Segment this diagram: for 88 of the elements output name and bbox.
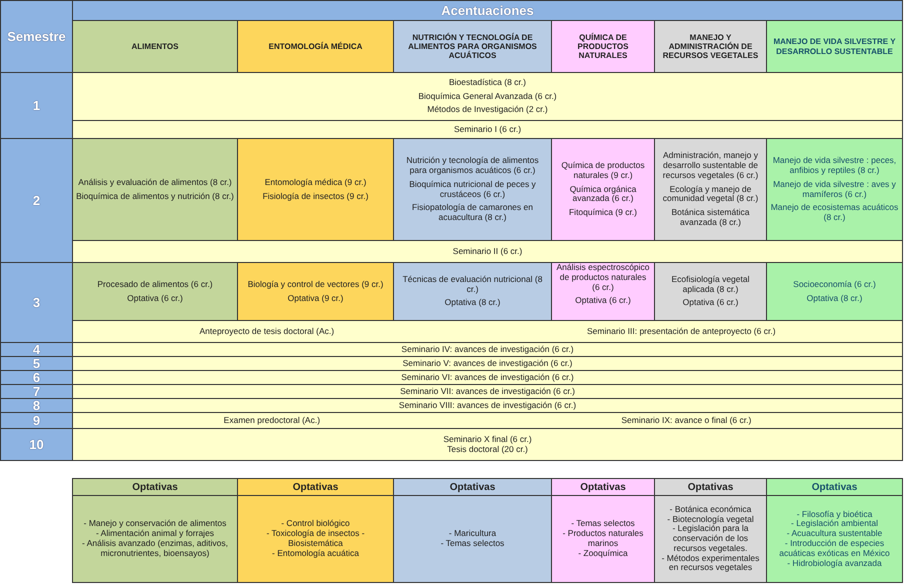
semester-number: 4 (32, 343, 40, 356)
column-header: QUÍMICA DE PRODUCTOS NATURALES (576, 32, 630, 60)
elective-header: Optativas (812, 482, 858, 492)
course-name: Tesis doctoral (20 cr.) (446, 444, 528, 454)
semester-number: 3 (32, 295, 40, 310)
elective-item: - Zooquímica (577, 548, 629, 559)
course-name: Seminario II (6 cr.) (452, 246, 524, 256)
semester-number: 2 (32, 193, 40, 208)
course-name: Bioestadística (8 cr.) (448, 78, 527, 88)
course-name: Fisiopatología de camarones en acuacultura (8 cr.) (411, 203, 534, 223)
elective-item: - Filosofía y bioética (796, 510, 874, 520)
elective-item: - Métodos experimentales en recursos vegetales (660, 554, 760, 574)
elective-item: - Legislación para la conservación de los recursos vegetales. (671, 524, 749, 554)
semester-number: 9 (32, 413, 40, 428)
elective-item: - Temas selectos (440, 539, 506, 549)
column-header: NUTRICIÓN Y TECNOLOGÍA DE ALIMENTOS PARA ORGANISMOS ACUÁTICOS (407, 32, 538, 60)
semester-number: 1 (32, 98, 40, 113)
elective-header: Optativas (580, 482, 626, 492)
course-name: Seminario IV: avances de investigación (6 cr.) (400, 344, 575, 354)
elective-item: - Hidrobiología avanzada (786, 558, 883, 568)
column-header: MANEJO DE VIDA SILVESTRE Y DESARROLLO SUSTENTABLE (772, 37, 897, 56)
elective-item: - Toxicología de insectos - Biosistemática (265, 529, 366, 549)
semester-number: 5 (32, 357, 40, 370)
course-name: Seminario III: presentación de anteproyecto (6 cr.) (586, 326, 777, 336)
table-title: Acentuaciones (441, 3, 534, 18)
course-name: Biología y control de vectores (9 cr.) (246, 280, 384, 290)
semester-number: 7 (32, 385, 40, 398)
course-name: Seminario I (6 cr.) (452, 124, 522, 134)
course-name: Bioquímica General Avanzada (6 cr.) (417, 92, 558, 102)
course-name: Optativa (8 cr.) (444, 298, 502, 308)
column-header: ENTOMOLOGÍA MÉDICA (268, 42, 364, 52)
course-name: Optativa (6 cr.) (682, 298, 740, 308)
elective-header: Optativas (132, 482, 178, 492)
column-header: ALIMENTOS (130, 42, 180, 52)
course-name: Optativa (8 cr.) (806, 294, 864, 304)
course-name: Fitoquímica (9 cr.) (568, 208, 638, 218)
course-name: Química de productos naturales (9 cr.) (560, 161, 646, 181)
elective-item: - Maricultura (448, 529, 498, 539)
course-name: Procesado de alimentos (6 cr.) (96, 280, 214, 290)
elective-header: Optativas (688, 482, 734, 492)
course-name: Bioquímica de alimentos y nutrición (8 cr.) (75, 192, 235, 202)
elective-item: - Control biológico (280, 519, 351, 530)
semester-number: 8 (32, 399, 40, 412)
elective-item: - Introducción de especies acuáticas exóticas en México (778, 539, 891, 559)
course-name: Seminario VII: avances de investigación (6 cr.) (399, 386, 576, 396)
elective-item: - Temas selectos (570, 519, 636, 530)
course-name: Administración, manejo y desarrollo sustentable de recursos vegetales (6 cr.) (662, 151, 760, 181)
course-name: Ecofisiología vegetal aplicada (8 cr.) (670, 274, 750, 294)
course-name: Bioquímica nutricional de peces y crustáceos (6 cr.) (408, 180, 537, 200)
elective-item: - Manejo y conservación de alimentos (82, 519, 228, 530)
course-name: Manejo de vida silvestre : aves y mamíferos (6 cr.) (772, 180, 897, 200)
course-name: Seminario VI: avances de investigación (6 cr.) (400, 372, 575, 382)
course-name: Socioeconomía (6 cr.) (792, 280, 877, 290)
elective-header: Optativas (292, 482, 338, 492)
course-name: Optativa (6 cr.) (574, 296, 632, 306)
column-header: MANEJO Y ADMINISTRACIÓN DE RECURSOS VEGETALES (662, 32, 760, 60)
course-name: Seminario IX: avance o final (6 cr.) (620, 416, 752, 426)
semester-number: 6 (32, 371, 40, 384)
course-name: Optativa (6 cr.) (126, 294, 184, 304)
course-name: Botánica sistemática avanzada (8 cr.) (670, 208, 750, 228)
course-name: Ecología y manejo de comunidad vegetal (8 cr.) (662, 184, 760, 204)
course-name: Manejo de vida silvestre : peces, anfibios y reptiles (8 cr.) (772, 156, 898, 176)
column-header: Semestre (7, 29, 66, 44)
elective-header: Optativas (450, 482, 496, 492)
course-name: Métodos de Investigación (2 cr.) (426, 105, 549, 116)
course-name: Nutrición y tecnología de alimentos para organismos acuáticos (6 cr.) (405, 156, 540, 176)
elective-item: - Entomología acuática (271, 548, 360, 559)
course-name: Manejo de ecosistemas acuáticos (8 cr.) (770, 203, 900, 223)
course-name: Examen predoctoral (Ac.) (222, 416, 322, 426)
elective-item: - Legislación ambiental (790, 519, 879, 530)
course-name: Anteproyecto de tesis doctoral (Ac.) (198, 326, 336, 336)
elective-item: - Biotecnología vegetal (666, 514, 755, 524)
course-name: Optativa (9 cr.) (286, 294, 344, 304)
semester-number: 10 (29, 437, 44, 452)
elective-item: - Análisis avanzado (enzimas, aditivos, micronutrientes, bioensayos) (81, 539, 229, 559)
course-name: Análisis y evaluación de alimentos (8 cr.) (77, 178, 233, 188)
course-name: Seminario V: avances de investigación (6 cr.) (402, 358, 574, 368)
elective-item: - Botánica económica (668, 504, 752, 515)
elective-item: - Acuacultura sustentable (786, 529, 884, 539)
course-name: Seminario X final (6 cr.) (442, 434, 533, 444)
course-name: Seminario VIII: avances de investigación (6 cr.) (398, 400, 578, 410)
elective-item: - Productos naturales marinos (562, 529, 644, 549)
course-name: Entomología médica (9 cr.) (264, 178, 368, 188)
course-name: Química orgánica avanzada (6 cr.) (568, 184, 638, 204)
elective-item: - Alimentación animal y forrajes (94, 529, 216, 539)
course-name: Análisis espectroscópico de productos naturales (6 cr.) (555, 263, 651, 292)
course-name: Fisiología de insectos (9 cr.) (262, 192, 370, 202)
course-name: Técnicas de evaluación nutricional (8 cr.) (402, 274, 544, 294)
